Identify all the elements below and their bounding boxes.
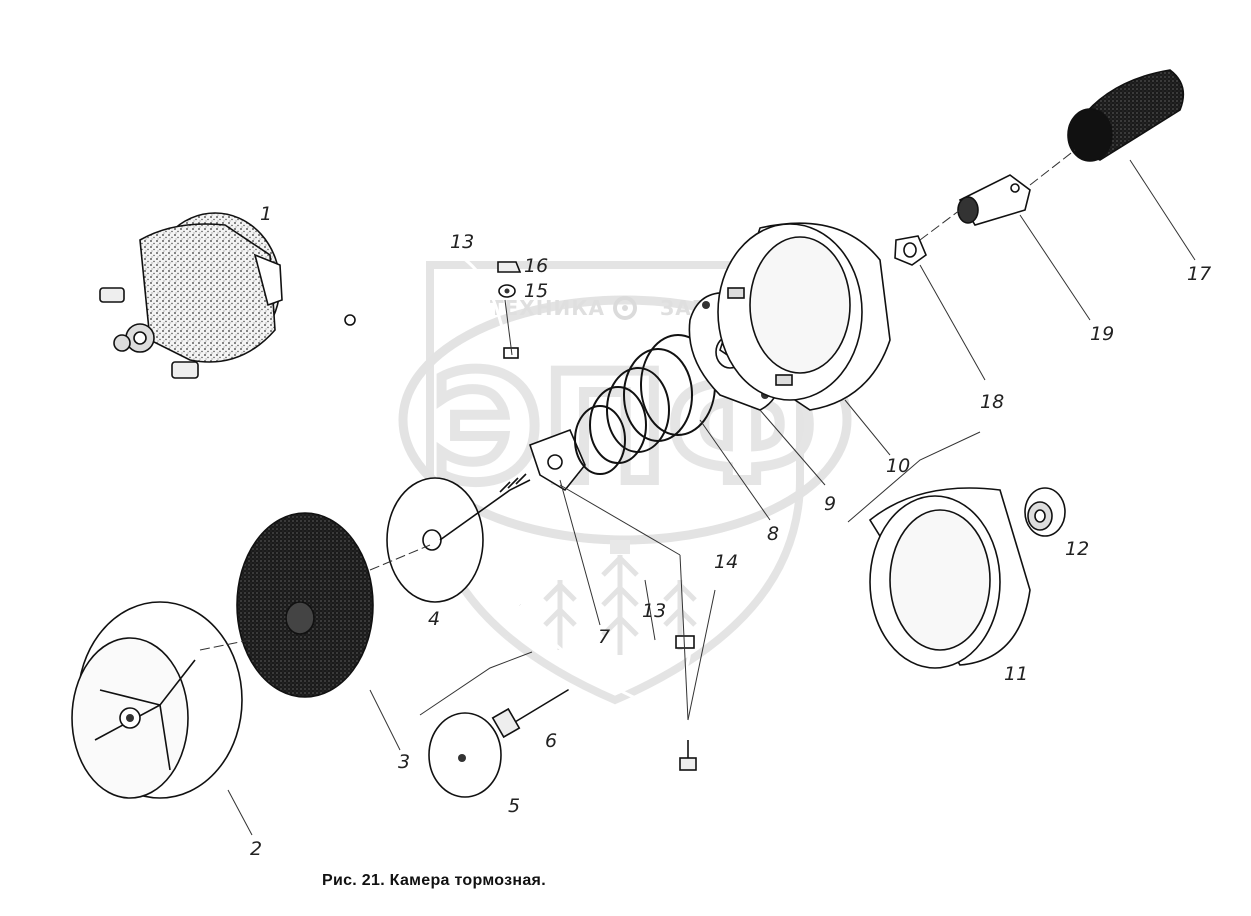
- callout-8: 8: [767, 523, 779, 545]
- callout-13-lower: 13: [642, 600, 666, 622]
- figure-caption: Рис. 21. Камера тормозная.: [322, 872, 546, 889]
- callout-13-upper: 13: [450, 231, 474, 253]
- part-16-nut: [497, 261, 522, 273]
- part-4-pressure-plate: [386, 473, 531, 603]
- callout-7: 7: [598, 626, 610, 648]
- callout-3: 3: [398, 751, 410, 773]
- callout-14: 14: [714, 551, 738, 573]
- part-11-cylinder-ring: [868, 487, 1031, 669]
- leader-lines: [199, 149, 1196, 836]
- part-10-housing: [717, 222, 891, 411]
- watermark-wheat-icon: [543, 540, 697, 655]
- callout-15: 15: [524, 280, 548, 302]
- callout-4: 4: [428, 608, 440, 630]
- watermark-text-left: ТЕХНИКА: [490, 296, 605, 320]
- part-17-protective-boot: [1067, 69, 1185, 162]
- callout-2: 2: [250, 838, 262, 860]
- part-18-nut: [894, 235, 927, 266]
- part-6-bolt: [491, 689, 569, 739]
- callout-19: 19: [1090, 323, 1114, 345]
- callout-16: 16: [524, 255, 548, 277]
- callout-10: 10: [886, 455, 910, 477]
- part-2-cover: [71, 601, 243, 799]
- callout-17: 17: [1187, 263, 1211, 285]
- part-15-washer: [498, 284, 516, 298]
- part-5-small-disc: [428, 712, 502, 798]
- callout-labels: 1 2 3 4 5 6 7 8 9 10 11 12 13 13 14 15 1…: [250, 203, 1211, 860]
- part-14-bolt: [679, 740, 697, 771]
- callout-12: 12: [1065, 538, 1089, 560]
- callout-18: 18: [980, 391, 1004, 413]
- part-1-brake-chamber-assembly: [99, 212, 283, 379]
- part-12-nut: [1024, 487, 1066, 537]
- callout-9: 9: [824, 493, 836, 515]
- callout-5: 5: [508, 795, 520, 817]
- part-7-spring-seat: [528, 428, 586, 492]
- watermark-gear-icon: [613, 296, 637, 320]
- part-19-fork: [957, 174, 1031, 226]
- part-3-diaphragm: [236, 512, 374, 698]
- callout-11: 11: [1004, 663, 1028, 685]
- callout-1: 1: [260, 203, 272, 225]
- callout-6: 6: [545, 730, 557, 752]
